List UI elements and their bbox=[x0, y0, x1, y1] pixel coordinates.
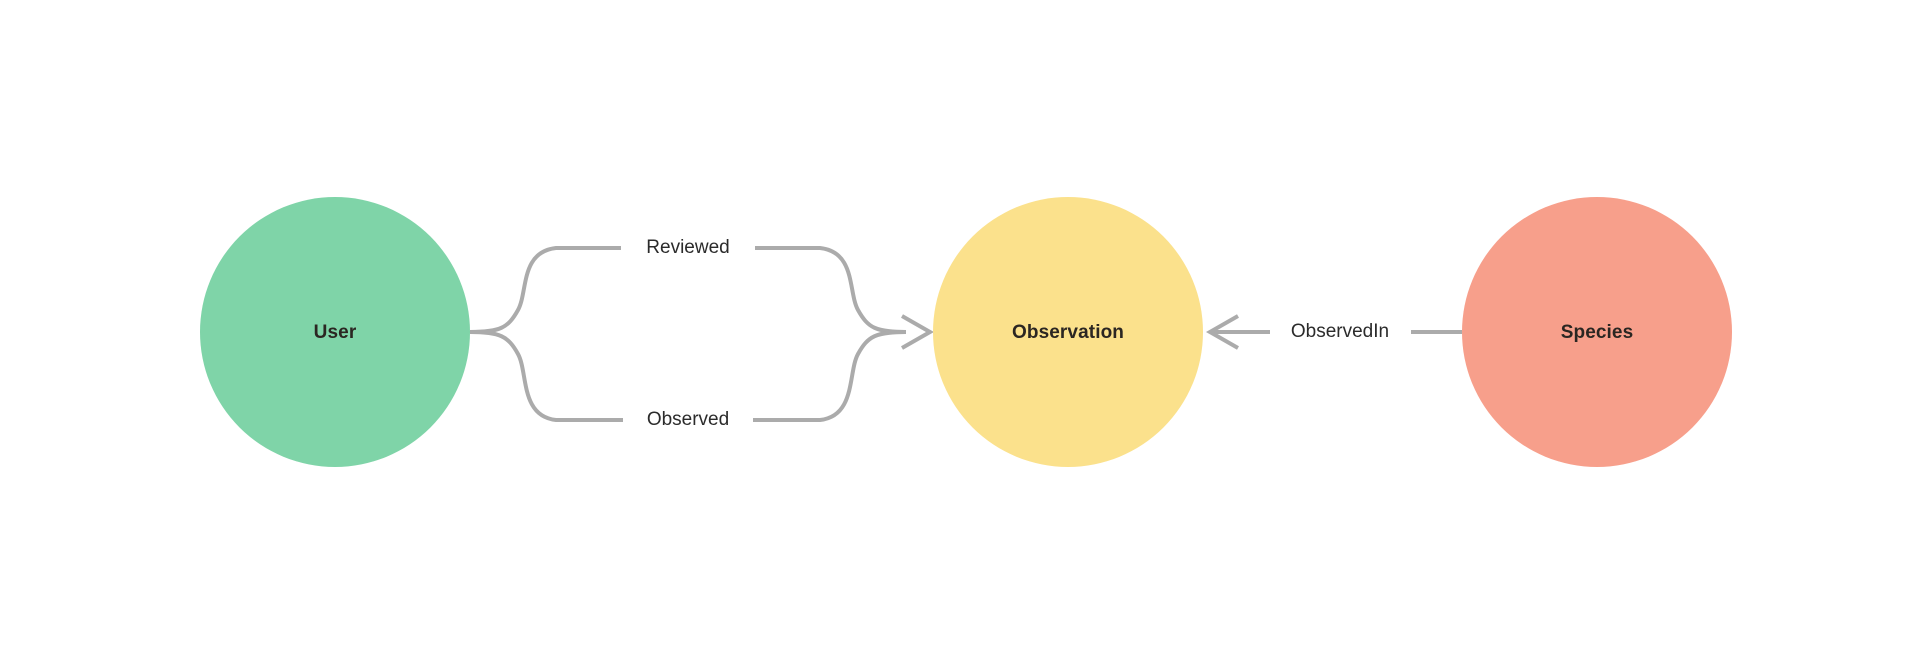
node-species-circle bbox=[1462, 197, 1732, 467]
edge-label-observed-text: Observed bbox=[647, 409, 729, 430]
node-user[interactable]: User bbox=[200, 197, 470, 467]
node-observation[interactable]: Observation bbox=[933, 197, 1203, 467]
edge-label-observed: Observed bbox=[623, 401, 753, 437]
arrow-left-icon-observedin bbox=[1205, 314, 1239, 350]
edge-label-observedin-text: ObservedIn bbox=[1291, 321, 1389, 342]
edge-label-reviewed-text: Reviewed bbox=[646, 237, 729, 258]
edge-label-reviewed: Reviewed bbox=[621, 229, 755, 265]
edge-label-observed-backdrop bbox=[623, 401, 753, 437]
node-observation-circle bbox=[933, 197, 1203, 467]
arrow-right-icon-reviewed bbox=[901, 314, 935, 350]
node-observation-label: Observation bbox=[1012, 322, 1124, 343]
node-species-label: Species bbox=[1561, 322, 1634, 343]
node-user-label: User bbox=[314, 322, 357, 343]
edge-label-layer: Reviewed Observed ObservedIn bbox=[621, 229, 1411, 437]
node-layer: User Observation Species bbox=[200, 197, 1732, 467]
edge-label-observedin-backdrop bbox=[1270, 313, 1411, 349]
node-user-circle bbox=[200, 197, 470, 467]
edge-label-observedin: ObservedIn bbox=[1270, 313, 1411, 349]
edge-label-reviewed-backdrop bbox=[621, 229, 755, 265]
node-species[interactable]: Species bbox=[1462, 197, 1732, 467]
